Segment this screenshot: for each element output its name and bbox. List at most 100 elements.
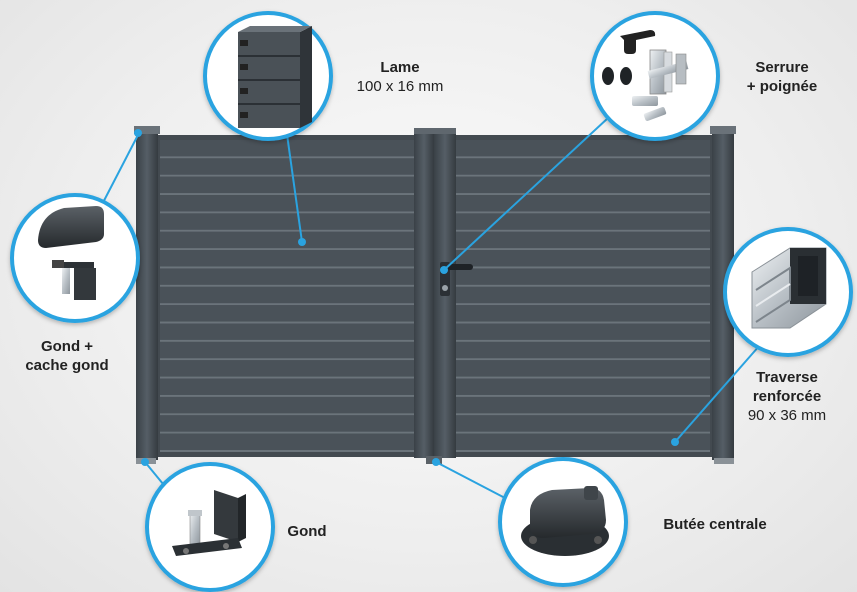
label-serrure: Serrure + poignée: [722, 58, 842, 96]
gate-slat: [456, 341, 710, 359]
butee-callout: [498, 457, 628, 587]
label-gond-cache: Gond + cache gond: [2, 337, 132, 375]
label-lame-size: 100 x 16 mm: [356, 78, 444, 95]
right-post: [712, 130, 734, 460]
gate-slat: [456, 176, 710, 194]
right-slats: [456, 140, 710, 452]
label-traverse-size: 90 x 36 mm: [747, 407, 827, 424]
gate-slat: [160, 323, 414, 340]
gate-slat: [456, 360, 710, 377]
gate-slat: [456, 158, 710, 175]
gate-slat: [456, 323, 710, 340]
gate-slat: [456, 286, 710, 304]
center-stop-icon: [521, 486, 609, 556]
reinforced-rail-icon: [751, 247, 827, 329]
slat-gap: [456, 284, 710, 287]
gate-slat: [160, 268, 414, 285]
gond-callout: [145, 462, 275, 592]
gate-slat: [160, 195, 414, 212]
label-gond-cache-2: cache gond: [25, 357, 109, 374]
gate-slat: [160, 231, 414, 249]
gate-slat: [160, 176, 414, 194]
gate-slat: [160, 378, 414, 395]
lame-callout: [203, 11, 333, 141]
slat-gap: [160, 193, 414, 196]
gate-slat: [456, 433, 710, 450]
hinge-cover-icon: [38, 206, 104, 300]
label-traverse-1: Traverse: [756, 369, 818, 386]
slat-gap: [160, 174, 414, 177]
slat-gap: [160, 211, 414, 214]
slat-gap: [456, 248, 710, 251]
slat-gap: [456, 394, 710, 397]
gate: [134, 126, 736, 464]
slat-gap: [456, 376, 710, 379]
gate-slat: [456, 231, 710, 249]
gate-slat: [160, 360, 414, 377]
label-lame-title: Lame: [380, 59, 420, 76]
label-serrure-2: + poignée: [746, 78, 818, 95]
slat-gap: [160, 303, 414, 306]
slat-gap: [160, 413, 414, 416]
left-post: [136, 130, 158, 460]
slat-gap: [160, 394, 414, 397]
slat-gap: [456, 450, 710, 452]
label-traverse-2: renforcée: [752, 388, 822, 405]
slat-gap: [456, 413, 710, 416]
label-traverse: Traverse renforcée 90 x 36 mm: [722, 368, 852, 425]
gate-slat: [160, 250, 414, 267]
gate-slat: [456, 305, 710, 322]
gate-slat: [160, 213, 414, 230]
slat-gap: [160, 284, 414, 287]
slat-gap: [160, 376, 414, 379]
slat-gap: [160, 248, 414, 251]
slat-gap: [160, 156, 414, 159]
gate-slat: [456, 415, 710, 432]
serrure-callout: [590, 11, 720, 141]
gond-cache-callout: [10, 193, 140, 323]
gate-slat: [456, 268, 710, 285]
gate-slat: [456, 213, 710, 230]
gate-slat: [160, 158, 414, 175]
slat-gap: [456, 339, 710, 342]
gate-slat: [160, 305, 414, 322]
gate-slat: [160, 341, 414, 359]
gate-slat: [456, 250, 710, 267]
slat-gap: [160, 321, 414, 324]
slat-gap: [456, 266, 710, 269]
hinge-icon: [172, 490, 246, 556]
label-butee: Butée centrale: [640, 515, 790, 534]
slat-gap: [456, 211, 710, 214]
gate-slat: [456, 140, 710, 157]
slat-gap: [160, 431, 414, 434]
center-stile-left: [414, 130, 434, 458]
label-serrure-1: Serrure: [755, 59, 809, 76]
gate-slat: [456, 195, 710, 212]
label-gond-cache-1: Gond +: [40, 338, 94, 355]
traverse-callout: [723, 227, 853, 357]
slat-gap: [456, 229, 710, 232]
gate-slat: [160, 140, 414, 157]
gate-slat: [160, 286, 414, 304]
slat-gap: [456, 174, 710, 177]
slat-profile-icon: [238, 26, 312, 128]
slat-gap: [160, 229, 414, 232]
slat-gap: [456, 156, 710, 159]
left-slats: [160, 140, 414, 452]
gate-slat: [160, 415, 414, 432]
slat-gap: [456, 431, 710, 434]
gate-slat: [456, 396, 710, 414]
label-gond: Gond: [280, 522, 334, 541]
slat-gap: [456, 321, 710, 324]
label-butee-text: Butée centrale: [663, 516, 767, 533]
gate-slat: [160, 433, 414, 450]
slat-gap: [456, 358, 710, 361]
slat-gap: [456, 193, 710, 196]
gate-slat: [456, 378, 710, 395]
label-lame: Lame 100 x 16 mm: [335, 58, 465, 96]
slat-gap: [160, 339, 414, 342]
slat-gap: [160, 266, 414, 269]
lock-handle-icon: [602, 30, 689, 121]
label-gond-text: Gond: [287, 523, 327, 540]
